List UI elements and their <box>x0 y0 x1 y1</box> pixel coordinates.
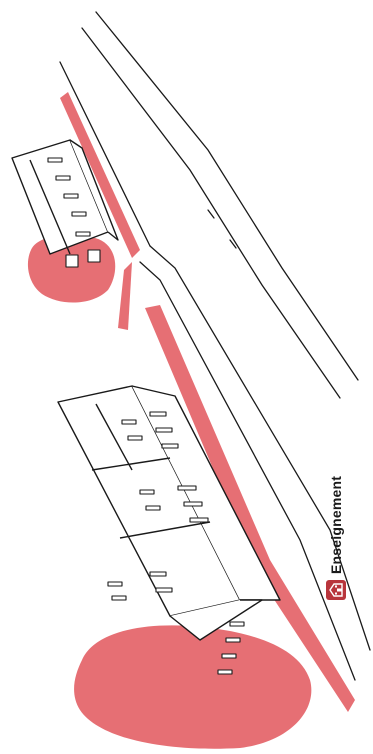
legend-label: Enseignement <box>328 476 344 574</box>
buildings <box>12 140 280 674</box>
legend: Enseignement <box>326 476 346 600</box>
schoolyard-lower <box>74 625 311 748</box>
sidewalk-strip-middle <box>118 262 132 330</box>
school-building-icon <box>326 580 346 600</box>
